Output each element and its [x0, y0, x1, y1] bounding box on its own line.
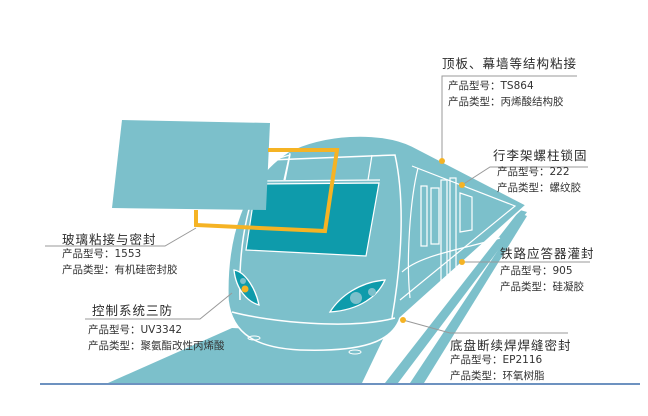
callout-dots [241, 158, 465, 323]
callout-title: 顶板、幕墙等结构粘接 [442, 56, 578, 71]
side-windows [399, 165, 517, 301]
callout-title: 铁路应答器灌封 [500, 246, 595, 261]
callout-model: 产品型号：TS864 [448, 80, 534, 92]
callout-title: 行李架螺柱锁固 [493, 148, 588, 163]
callout-type: 产品类型：聚氨酯改性丙烯酸 [88, 340, 225, 352]
headlight-right [328, 279, 387, 313]
callout-model: 产品型号：222 [497, 166, 570, 178]
bumper-line [231, 311, 396, 325]
callout-model: 产品型号：905 [500, 265, 573, 277]
callout-type: 产品类型：硅凝胶 [500, 281, 584, 293]
leader-lines [45, 75, 590, 334]
rail-right [410, 214, 527, 383]
callout-title: 控制系统三防 [92, 303, 174, 318]
callout-type: 产品类型：环氧树脂 [450, 370, 545, 382]
callout-title: 玻璃粘接与密封 [62, 232, 157, 247]
callout-type: 产品类型：有机硅密封胶 [62, 264, 178, 276]
callout-type: 产品类型：丙烯酸结构胶 [448, 96, 564, 108]
glass-panel [112, 120, 270, 210]
callout-title: 底盘断续焊焊缝密封 [450, 338, 572, 353]
callout-model: 产品型号：1553 [62, 248, 142, 260]
callout-type: 产品类型：螺纹胶 [497, 182, 581, 194]
callout-model: 产品型号：UV3342 [88, 324, 183, 336]
callout-model: 产品型号：EP2116 [450, 354, 543, 366]
front-face-outline [239, 154, 402, 319]
glass-bonding-frame [194, 148, 340, 234]
rail-left [385, 210, 527, 383]
